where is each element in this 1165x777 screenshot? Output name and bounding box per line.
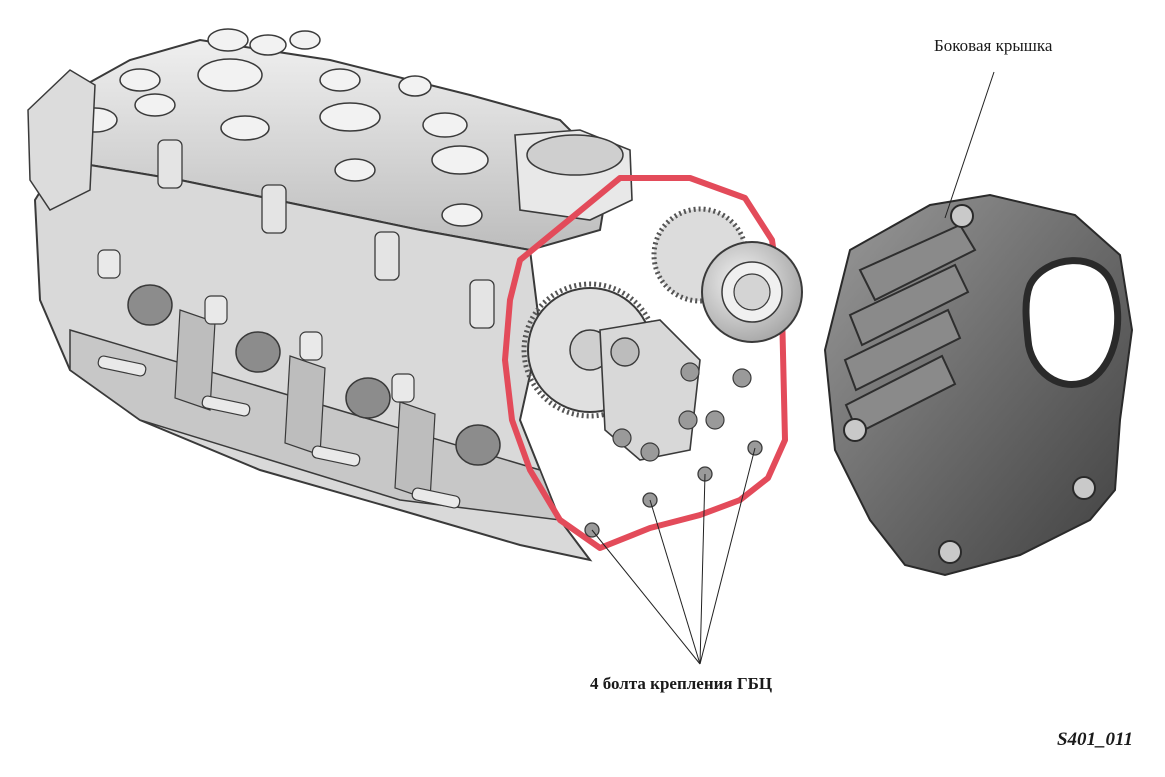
stud (411, 487, 461, 509)
bolt (732, 368, 752, 388)
rib (284, 355, 326, 456)
rib (858, 223, 977, 302)
tower (422, 112, 468, 138)
tower (319, 68, 361, 92)
cover-bolt-hole (938, 540, 962, 564)
stud (201, 395, 251, 417)
timing-drive (521, 206, 803, 462)
rib (174, 309, 216, 411)
head-end-cap (27, 69, 96, 211)
boss (157, 139, 183, 189)
head-bolts-label: 4 болта крепления ГБЦ (590, 674, 773, 693)
side-cover-ribs (843, 223, 977, 435)
bolt (678, 410, 698, 430)
port (235, 331, 281, 373)
tower (334, 158, 376, 182)
boss (469, 279, 495, 329)
tower (220, 115, 270, 141)
cam-end-bore (526, 134, 624, 176)
side-cover-label: Боковая крышка (934, 36, 1053, 55)
stud (299, 331, 323, 361)
pulley-bore (733, 273, 771, 311)
side-cover (823, 193, 1134, 577)
cam-towers (72, 28, 489, 227)
rib (848, 263, 970, 347)
bolt (612, 428, 632, 448)
tower (207, 28, 249, 52)
stud (391, 373, 415, 403)
stud (311, 445, 361, 467)
tower (119, 68, 161, 92)
bolt (680, 362, 700, 382)
leader-line (649, 499, 701, 665)
stud (204, 295, 228, 325)
tower (289, 30, 321, 50)
intake-ports (127, 284, 501, 466)
tower (249, 34, 287, 56)
rib (394, 401, 436, 501)
tower (398, 75, 432, 97)
tensioner-pivot (610, 337, 640, 367)
figure-id: S401_011 (1056, 729, 1133, 750)
cover-leader-line (944, 71, 995, 219)
side-cover-opening (1022, 257, 1122, 388)
leader-line (699, 447, 756, 665)
port (455, 424, 501, 466)
studs (97, 249, 461, 509)
tower (319, 102, 381, 132)
tower (134, 93, 176, 117)
rib (843, 308, 962, 392)
bolt-leader-lines (591, 447, 756, 665)
cover-bolt-hole (1072, 476, 1096, 500)
tower (197, 58, 263, 92)
cover-bolt-hole (950, 204, 974, 228)
cylinder-head (27, 28, 633, 562)
tower (431, 145, 489, 175)
port (345, 377, 391, 419)
cover-bolt-hole (843, 418, 867, 442)
housing-bolts (612, 362, 752, 462)
leader-line (591, 529, 701, 665)
bolt (640, 442, 660, 462)
bolt (705, 410, 725, 430)
boss (374, 231, 400, 281)
side-cover-gasket (502, 175, 788, 551)
boss (261, 184, 287, 234)
port (127, 284, 173, 326)
tower (441, 203, 483, 227)
port-ribs (174, 309, 436, 501)
stud (97, 355, 147, 377)
leader-line (699, 473, 706, 665)
stud (97, 249, 121, 279)
injector-bosses (157, 139, 495, 329)
